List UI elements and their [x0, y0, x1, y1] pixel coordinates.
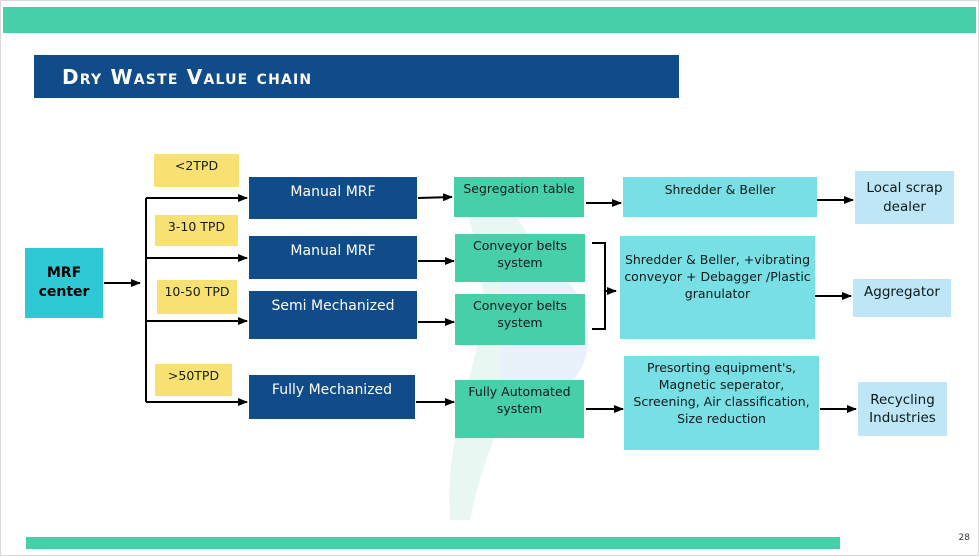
facility-box: Manual MRF	[249, 236, 417, 279]
facility-box: Manual MRF	[249, 177, 417, 219]
slide-title: Dry Waste Value chain	[62, 65, 313, 89]
equipment-box: Conveyor belts system	[455, 294, 585, 345]
destination-box: Aggregator	[853, 279, 951, 317]
facility-box: Semi Mechanized	[249, 291, 417, 339]
capacity-label: 3-10 TPD	[155, 215, 238, 246]
processing-box: Shredder & Beller	[623, 177, 817, 217]
processing-box: Presorting equipment's, Magnetic seperat…	[624, 356, 819, 450]
processing-box: Shredder & Beller, +vibrating conveyor +…	[620, 236, 815, 339]
equipment-box: Segregation table	[454, 177, 584, 217]
capacity-label: <2TPD	[154, 154, 239, 187]
mrf-center-box: MRF center	[25, 248, 103, 318]
equipment-box: Fully Automated system	[455, 380, 584, 438]
facility-box: Fully Mechanized	[249, 375, 415, 419]
capacity-label: 10-50 TPD	[157, 280, 237, 314]
top-accent-bar	[3, 7, 976, 33]
page-number: 28	[958, 533, 970, 543]
title-banner: Dry Waste Value chain	[34, 55, 679, 98]
destination-box: Local scrap dealer	[855, 171, 954, 224]
equipment-box: Conveyor belts system	[455, 234, 585, 282]
arrow-facility-1	[417, 193, 453, 202]
bracket-conveyor	[592, 242, 606, 330]
destination-box: Recycling Industries	[858, 382, 947, 436]
bottom-accent-bar	[26, 537, 840, 549]
capacity-label: >50TPD	[155, 364, 232, 396]
